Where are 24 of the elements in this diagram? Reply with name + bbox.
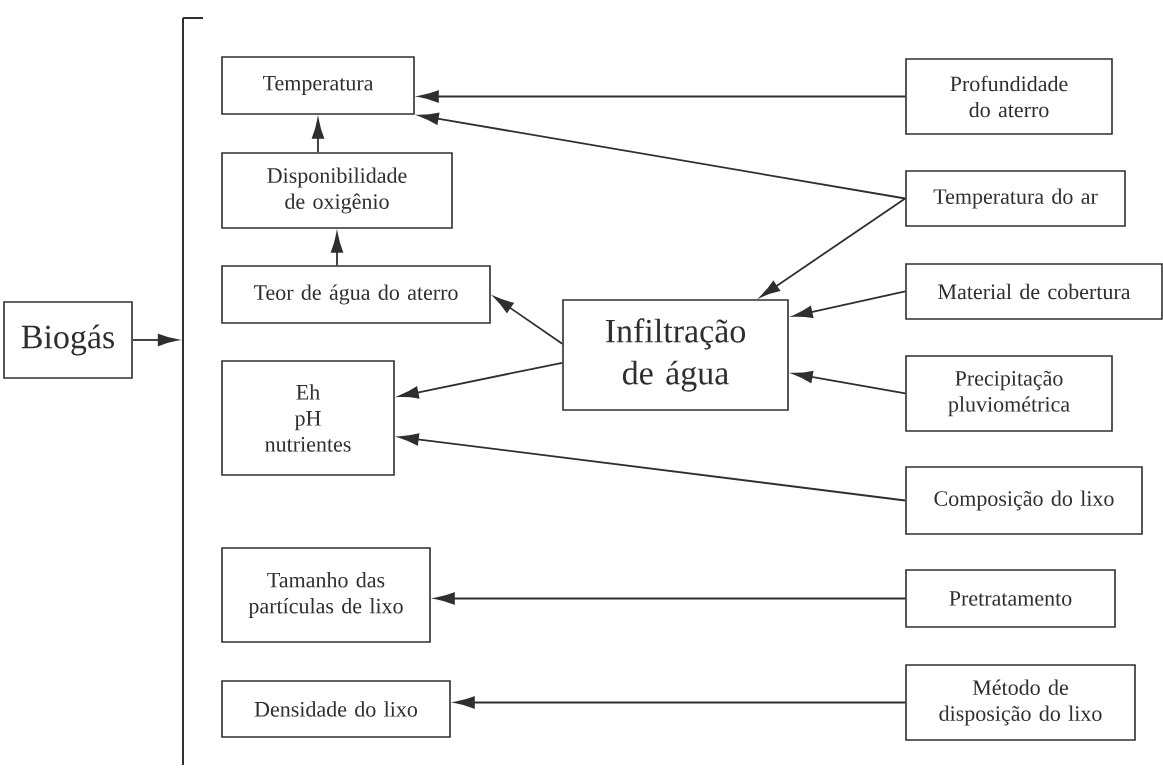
factor-box: Composição do lixo — [905, 466, 1143, 535]
factor-box: Pretratamento — [905, 569, 1116, 628]
factor-box: Temperatura — [221, 56, 415, 115]
factor-box: Infiltração de água — [562, 299, 789, 411]
factor-box: Material de cobertura — [905, 263, 1163, 320]
arrow — [792, 370, 907, 395]
factor-box: Temperatura do ar — [905, 170, 1126, 227]
factor-box: Tamanho das partículas de lixo — [221, 547, 431, 643]
factor-box: Eh pH nutrientes — [221, 360, 395, 476]
arrow — [494, 296, 564, 345]
arrow — [330, 232, 344, 267]
factor-box: Profundidade do aterro — [905, 58, 1113, 135]
factor-box: Teor de água do aterro — [221, 265, 491, 324]
arrow — [418, 112, 907, 200]
arrow — [398, 361, 564, 399]
factor-box: Método de disposição do lixo — [905, 664, 1136, 741]
arrow — [792, 290, 907, 318]
bracket — [182, 17, 204, 766]
factor-box: Biogás — [3, 301, 133, 379]
arrow — [760, 197, 907, 298]
factor-box: Densidade do lixo — [221, 680, 451, 738]
factor-box: Disponibilidade de oxigênio — [221, 152, 453, 229]
factor-box: Precipitação pluviométrica — [905, 355, 1113, 432]
arrow — [311, 118, 325, 154]
